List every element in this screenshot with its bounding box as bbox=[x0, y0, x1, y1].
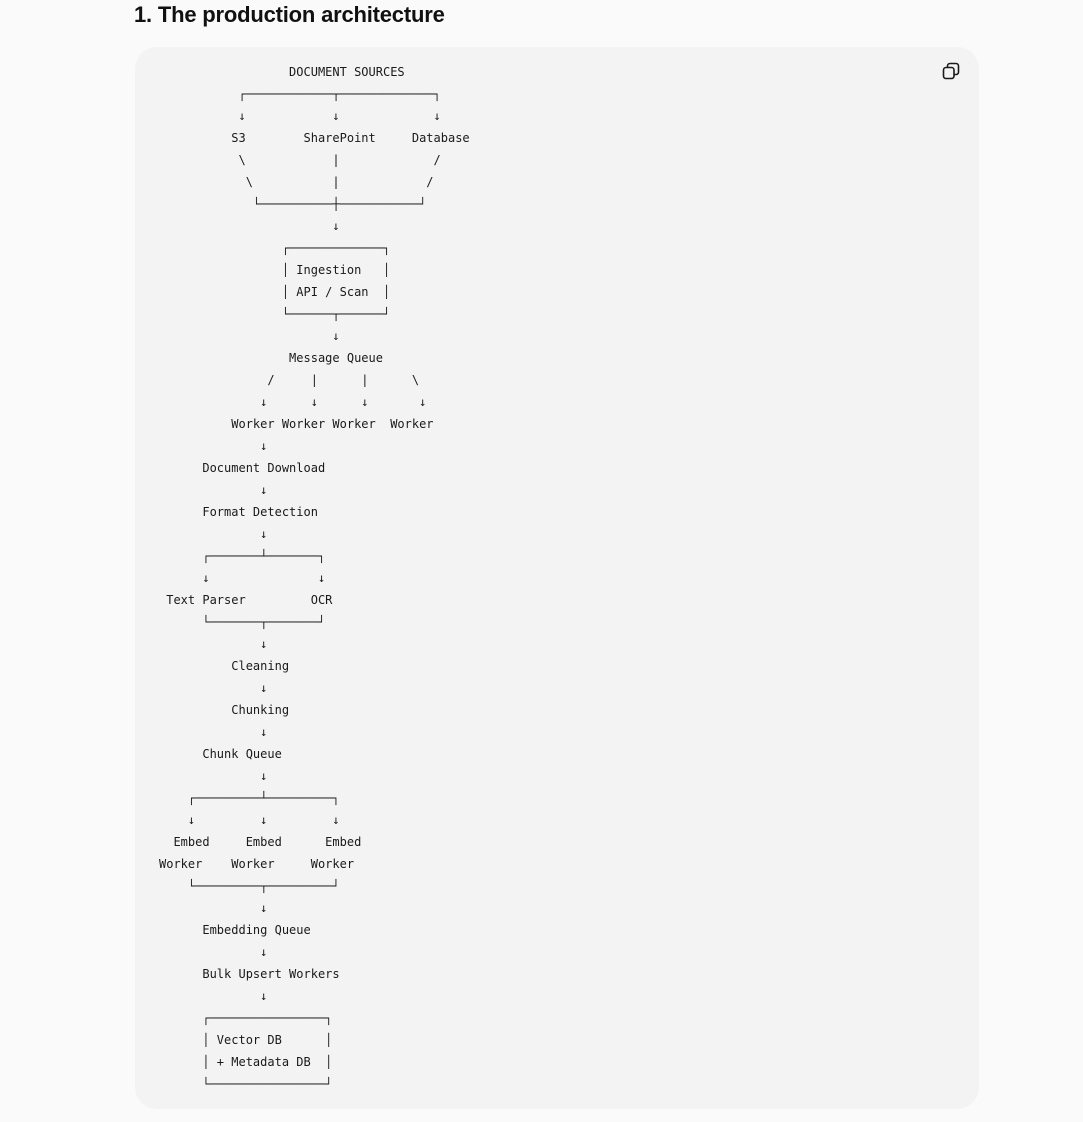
architecture-diagram-text: DOCUMENT SOURCES ┌────────────┬─────────… bbox=[159, 65, 470, 1091]
copy-icon bbox=[941, 61, 961, 81]
section-title: 1. The production architecture bbox=[134, 2, 445, 27]
copy-button[interactable] bbox=[940, 60, 962, 82]
code-block bbox=[135, 47, 979, 1109]
